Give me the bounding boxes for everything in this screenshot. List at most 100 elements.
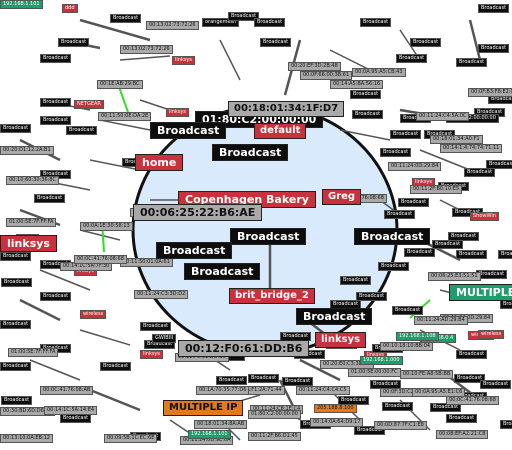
node-00-20-d1-12-2a-b1[interactable]: 00:20:D1:12:2A:B1 — [0, 146, 54, 155]
node-broadcast[interactable]: Broadcast — [498, 250, 512, 259]
node-00-13-02-73-72-26[interactable]: 00:13:02:73:72:26 — [146, 21, 199, 30]
node-linksys[interactable]: linksys — [315, 332, 367, 348]
node-01-80-c2-00-00-00[interactable]: 01:80:C2:00:00:00 — [248, 410, 301, 419]
node-00-0c-41-76-08-ab[interactable]: 00:0C:41:76:08:AB — [40, 386, 94, 395]
node-netgear[interactable]: NETGEAR — [74, 100, 104, 109]
node-broadcast[interactable]: Broadcast — [350, 90, 382, 99]
node-00-09-5b-1c-ec-6e[interactable]: 00:09:5B:1C:EC:6E — [104, 434, 158, 443]
node-broadcast[interactable]: Broadcast — [254, 18, 286, 27]
node-broadcast[interactable]: Broadcast — [380, 148, 412, 157]
node-broadcast[interactable]: Broadcast — [478, 4, 510, 13]
node-00-1a-70-35-77-d6[interactable]: 00:1A:70:35:77:D6 — [196, 386, 250, 395]
node-broadcast[interactable]: Broadcast — [486, 160, 512, 169]
node-00-20-ef-3d-2b-48[interactable]: 00:20:EF:3D:2B:48 — [288, 62, 341, 71]
node-greg[interactable]: Greg — [322, 189, 362, 205]
node-broadcast[interactable]: Broadcast — [0, 124, 32, 133]
node-broadcast[interactable]: Broadcast — [34, 194, 66, 203]
node-broadcast[interactable]: Broadcast — [230, 228, 307, 245]
node-broadcast[interactable]: Broadcast — [110, 14, 142, 23]
node-broadcast[interactable]: Broadcast — [156, 242, 233, 259]
node-00-11-2f-b6-d1-45[interactable]: 00:11:2F:B6:D1:45 — [248, 432, 301, 441]
node-broadcast[interactable]: Broadcast — [216, 376, 248, 385]
node-wireless[interactable]: wireless — [80, 310, 107, 319]
node-00-11-50-01-0a-61[interactable]: 00:11:50:01:0A:61 — [120, 258, 173, 267]
node-00-08-ef-a2-21-c8[interactable]: 00:08:EF:A2:21:C8 — [436, 430, 489, 439]
node-00-11-50-0e-da-2e[interactable]: 00:11:50:0E:DA:2E — [98, 112, 152, 121]
node-broadcast[interactable]: Broadcast — [432, 240, 464, 249]
node-192-168-1-108[interactable]: 192.168.1.108 — [396, 332, 439, 341]
node-broadcast[interactable]: Broadcast — [396, 54, 428, 63]
node-00-10-fe-a8-5b-bb[interactable]: 00:10:FE:A8:5B:BB — [400, 370, 454, 379]
node-00-11-24-c3-3d-d2[interactable]: 00:11:24:C3:3D:D2 — [134, 290, 189, 299]
node-192-168-1-101[interactable]: 192.168.1.101 — [0, 0, 43, 9]
node-00-10-18-10-bb-04[interactable]: 00:10:18:10:BB:04 — [380, 342, 434, 351]
node-00-0a-95-a5-cb-43[interactable]: 00:0A:95:A5:CB:43 — [352, 68, 406, 77]
node-broadcast[interactable]: Broadcast — [446, 414, 478, 423]
node-00-14-1-4-74-74-71-11[interactable]: 00:14:1:4:74:74:71:11 — [440, 144, 503, 153]
node-broadcast[interactable]: Broadcast — [60, 414, 92, 423]
node-broadcast[interactable]: Broadcast — [40, 292, 72, 301]
node-broadcast[interactable]: Broadcast — [378, 262, 410, 271]
node-00-0a-95-a5-e1-c6[interactable]: 00:0A:95:A5:E1:C6 — [412, 388, 466, 397]
node-broadcast[interactable]: Broadcast — [456, 250, 488, 259]
node-broadcast[interactable]: Broadcast — [456, 58, 488, 67]
node-broadcast[interactable]: Broadcast — [384, 210, 416, 219]
node-01-00-5e-7f-ff-fa[interactable]: 01:00:5E:7F:FF:FA — [6, 218, 57, 227]
node-broadcast[interactable]: Broadcast — [66, 126, 98, 135]
node-broadcast[interactable]: Broadcast — [40, 116, 72, 125]
node-broadcast[interactable]: Broadcast — [248, 374, 280, 383]
node-broadcast[interactable]: Broadcast — [150, 122, 227, 139]
node-broadcast[interactable]: Broadcast — [430, 403, 462, 412]
node-205-188-8-100[interactable]: 205.188.8.100 — [314, 404, 357, 413]
node-showwin[interactable]: ShowWin — [470, 212, 499, 221]
node-broadcast[interactable]: Broadcast — [382, 402, 414, 411]
node-00-14-1c-5a-14-e4[interactable]: 00:14:1C:5A:14:E4 — [44, 406, 98, 415]
node-broadcast[interactable]: Broadcast — [478, 44, 510, 53]
node-linksys[interactable]: linksys — [0, 235, 57, 252]
node-broadcast[interactable]: Broadcast — [454, 374, 486, 383]
node-broadcast[interactable]: Broadcast — [500, 420, 512, 429]
node-broadcast[interactable]: Broadcast — [0, 252, 32, 261]
node-broadcast[interactable]: Broadcast — [352, 110, 384, 119]
node-broadcast[interactable]: Broadcast — [40, 98, 72, 107]
node-00-11-2f-b0-10-e5[interactable]: 00:11:2F:B0:10:E5 — [410, 185, 463, 194]
node-broadcast[interactable]: Broadcast — [404, 248, 436, 257]
node-broadcast[interactable]: Broadcast — [58, 38, 90, 47]
node-broadcast[interactable]: Broadcast — [1, 396, 33, 405]
node-linksys[interactable]: linksys — [140, 350, 164, 359]
node-orangemesh[interactable]: orangemesh — [202, 18, 240, 27]
node-broadcast[interactable]: Broadcast — [282, 377, 314, 386]
node-broadcast[interactable]: Broadcast — [0, 362, 32, 371]
node-brit-bridge-2[interactable]: brit_bridge_2 — [229, 288, 315, 304]
node-broadcast[interactable]: Broadcast — [100, 362, 132, 371]
node-00-0c-41-76-08-68[interactable]: 00:0C:41:76:08:68 — [74, 255, 127, 264]
node-00-0d-87-7f-c1-e8[interactable]: 00:0D:87:7F:C1:E8 — [374, 421, 427, 430]
node-00-11-24-c4-c4-c5[interactable]: 00:11:24:C4:C4:C5 — [296, 386, 350, 395]
node-00-18-01-34-1f-d7[interactable]: 00:18:01:34:1F:D7 — [228, 101, 345, 117]
node-ddd[interactable]: ddd — [62, 4, 78, 13]
node-broadcast[interactable]: Broadcast — [296, 308, 373, 325]
node-00-0a-1e-30-58-13[interactable]: 00:0A:1E:30:58:13 — [80, 222, 133, 231]
node-00-1e-ab-29-bc[interactable]: 00:1E:AB:29:BC — [97, 80, 143, 89]
node-00-14-0a-64-d9-17[interactable]: 00:14:0A:64:D9:17 — [310, 418, 364, 427]
node-gwibiii[interactable]: GWIBIII — [152, 334, 177, 343]
node-broadcast[interactable]: Broadcast — [398, 198, 430, 207]
node-wireless[interactable]: wireless — [478, 330, 505, 339]
node-00-13-10-0a-eb-12[interactable]: 00:13:10:0A:EB:12 — [0, 434, 53, 443]
node-home[interactable]: home — [135, 154, 184, 171]
node-broadcast[interactable]: Broadcast — [184, 263, 261, 280]
node-broadcast[interactable]: Broadcast — [0, 320, 32, 329]
node-00-11-24-ad-29-b4[interactable]: 00:11:24:AD:29:B4 — [414, 316, 468, 325]
node-00-0c-41-76-08-68[interactable]: 00:0C:41:76:08:68 — [446, 396, 499, 405]
node-broadcast[interactable]: Broadcast — [354, 228, 431, 245]
node-01-00-5e-7f-ff-fa[interactable]: 01:00:5E:7F:FF:FA — [8, 348, 59, 357]
node-00-18-01-34-8a-ab[interactable]: 00:18:01:34:8A:AB — [194, 420, 248, 429]
node-broadcast[interactable]: Broadcast — [1, 278, 33, 287]
node-00-18-01-34-a0-f1[interactable]: 00:18:01:34:A0:F1 — [430, 135, 483, 144]
node-192-168-1-000[interactable]: 192.168.1.000 — [360, 356, 403, 365]
node-00-0f-b3-f8-e2-02[interactable]: 00:0F:B3:F8:E2:02 — [468, 88, 512, 97]
node-00-06-25-22-b6-ae[interactable]: 00:06:25:22:B6:AE — [133, 204, 263, 221]
node-broadcast[interactable]: Broadcast — [40, 54, 72, 63]
node-00-13-02-73-72-26[interactable]: 00:13:02:73:72:26 — [120, 45, 173, 54]
node-broadcast[interactable]: Broadcast — [390, 130, 422, 139]
